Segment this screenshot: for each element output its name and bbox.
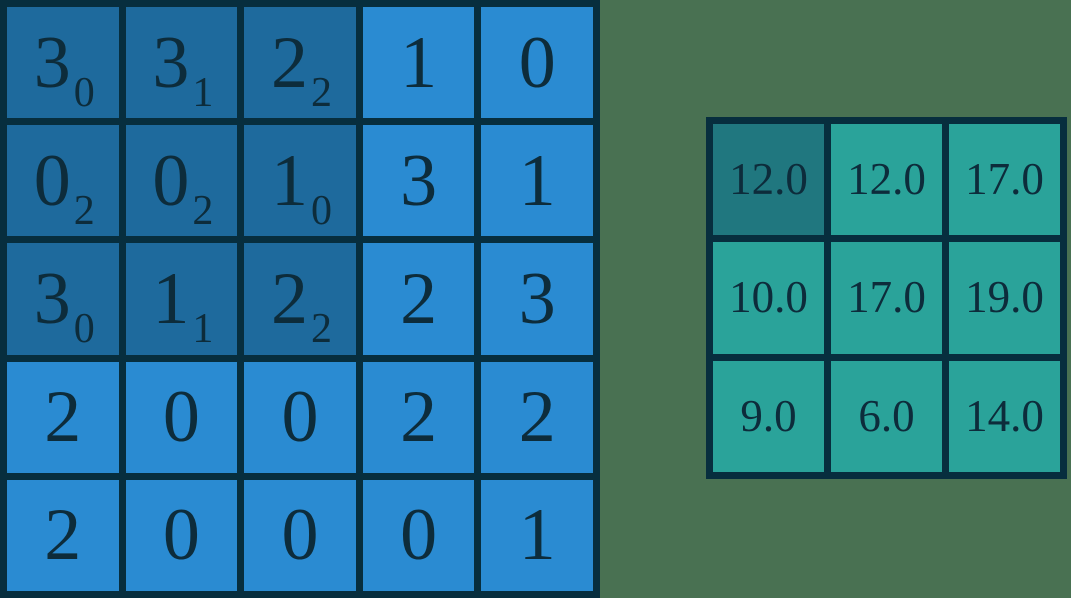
input-cell-r4c0: 2 (7, 479, 119, 591)
input-cell-r3c4: 2 (481, 361, 593, 473)
kernel-weight-subscript: 2 (310, 69, 332, 116)
output-cell-value: 10.0 (729, 272, 808, 323)
output-cell-r0c0: 12.0 (713, 124, 824, 236)
input-cell-r1c3: 3 (362, 125, 475, 237)
input-cell-r4c3: 0 (362, 479, 475, 591)
output-cell-r0c1: 12.0 (831, 124, 942, 236)
output-cell-value: 17.0 (965, 154, 1044, 205)
input-cell-r0c4: 0 (481, 7, 593, 119)
input-cell-value: 1 (270, 139, 308, 222)
input-cell-value: 2 (518, 376, 556, 459)
output-cell-value: 9.0 (740, 390, 797, 441)
input-cell-value: 3 (33, 257, 71, 340)
output-cell-value: 12.0 (847, 154, 926, 205)
input-cell-value: 0 (281, 494, 319, 577)
output-cell-r2c0: 9.0 (713, 360, 824, 472)
input-cell-value: 3 (152, 21, 190, 104)
input-cell-value: 3 (33, 21, 71, 104)
output-cell-value: 6.0 (858, 390, 915, 441)
input-cell-value: 2 (44, 376, 82, 459)
output-feature-map-grid: 12.0 12.0 17.0 10.0 17.0 19.0 9.0 6.0 14.0 (706, 117, 1067, 479)
kernel-weight-subscript: 0 (73, 69, 95, 116)
input-cell-value: 0 (152, 139, 190, 222)
input-cell-r4c4: 1 (481, 479, 593, 591)
input-cell-value: 0 (162, 494, 200, 577)
input-cell-value: 0 (400, 494, 438, 577)
input-cell-value: 1 (518, 139, 556, 222)
input-cell-r1c4: 1 (481, 125, 593, 237)
output-cell-r2c1: 6.0 (831, 360, 942, 472)
kernel-weight-subscript: 1 (192, 305, 214, 352)
kernel-weight-subscript: 2 (310, 305, 332, 352)
input-cell-value: 0 (33, 139, 71, 222)
input-cell-r2c4: 3 (481, 243, 593, 355)
output-cell-r1c0: 10.0 (713, 242, 824, 354)
output-cell-value: 14.0 (965, 390, 1044, 441)
input-cell-r3c2: 0 (244, 361, 356, 473)
input-cell-value: 3 (518, 257, 556, 340)
output-cell-r2c2: 14.0 (949, 360, 1060, 472)
input-cell-value: 2 (400, 257, 438, 340)
output-cell-value: 19.0 (965, 272, 1044, 323)
input-cell-value: 1 (518, 494, 556, 577)
kernel-weight-subscript: 0 (73, 305, 95, 352)
input-cell-r2c3: 2 (362, 243, 475, 355)
input-cell-r3c0: 2 (7, 361, 119, 473)
input-cell-r4c1: 0 (125, 479, 238, 591)
input-cell-value: 0 (518, 21, 556, 104)
input-cell-value: 0 (162, 376, 200, 459)
input-cell-value: 2 (400, 376, 438, 459)
input-cell-value: 3 (400, 139, 438, 222)
input-cell-r4c2: 0 (244, 479, 356, 591)
input-cell-value: 1 (152, 257, 190, 340)
input-cell-r3c1: 0 (125, 361, 238, 473)
output-cell-r1c2: 19.0 (949, 242, 1060, 354)
output-cell-value: 17.0 (847, 272, 926, 323)
input-cell-value: 2 (270, 21, 308, 104)
input-cell-r3c3: 2 (362, 361, 475, 473)
output-cell-value: 12.0 (729, 154, 808, 205)
input-cell-r0c3: 1 (362, 7, 475, 119)
output-cell-r0c2: 17.0 (949, 124, 1060, 236)
input-cell-value: 2 (270, 257, 308, 340)
kernel-weight-subscript: 2 (192, 187, 214, 234)
kernel-weight-subscript: 0 (310, 187, 332, 234)
kernel-weight-subscript: 1 (192, 69, 214, 116)
input-cell-value: 1 (400, 21, 438, 104)
input-cell-value: 2 (44, 494, 82, 577)
output-cell-r1c1: 17.0 (831, 242, 942, 354)
input-cell-value: 0 (281, 376, 319, 459)
kernel-weight-subscript: 2 (73, 187, 95, 234)
